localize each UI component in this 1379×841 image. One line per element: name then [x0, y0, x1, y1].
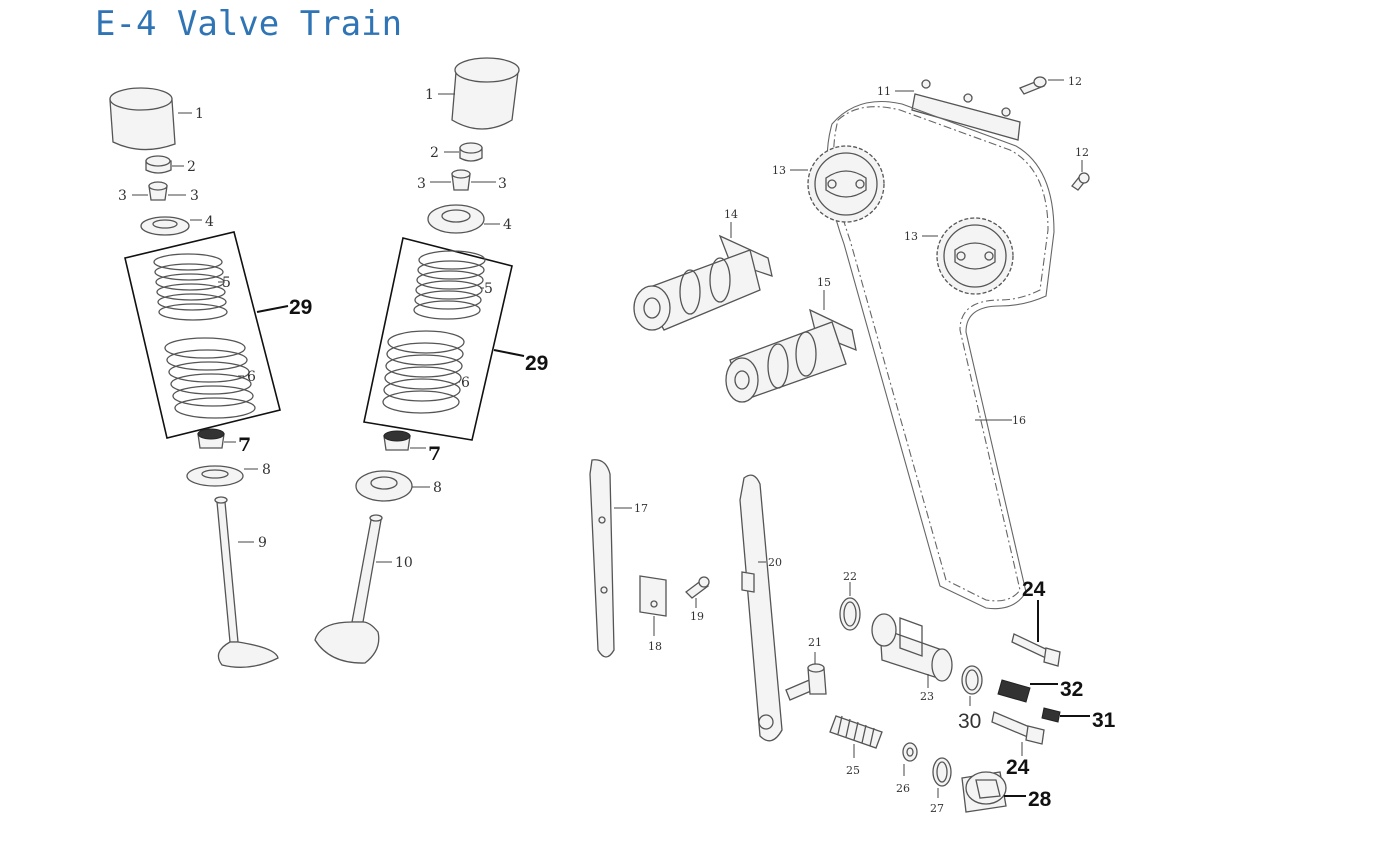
- camshaft-exhaust: [725, 308, 857, 403]
- tensioner-spring-25: [829, 715, 883, 749]
- inner-spring-left: [153, 253, 228, 321]
- washer-26: [902, 742, 918, 762]
- callout-14: 14: [724, 208, 738, 221]
- callout-4-left: 4: [205, 214, 214, 230]
- callout-7-left: 7: [238, 434, 251, 456]
- valve-cotters-left: [148, 181, 168, 201]
- outer-spring-right: [382, 330, 465, 414]
- tensioner-spring-32: [997, 679, 1031, 703]
- page-title: E-4 Valve Train: [95, 4, 403, 44]
- outer-spring-left: [164, 337, 256, 419]
- o-ring-22: [839, 597, 861, 631]
- callout-32: 32: [1060, 678, 1083, 701]
- valve-stem-seal-left: [197, 428, 225, 449]
- callout-30: 30: [958, 710, 981, 733]
- callout-26: 26: [896, 782, 910, 795]
- callout-7-right: 7: [428, 443, 441, 465]
- callout-18: 18: [648, 640, 662, 653]
- callout-2-left: 2: [187, 159, 196, 175]
- inner-spring-right: [413, 250, 486, 320]
- valve-cotters-right: [451, 169, 471, 191]
- callout-3-right-b: 3: [498, 176, 507, 192]
- tappet-bucket-left: [109, 87, 176, 151]
- callout-11: 11: [877, 85, 891, 98]
- callout-20: 20: [768, 556, 782, 569]
- callout-6-left: 6: [247, 369, 256, 385]
- callout-4-right: 4: [503, 217, 512, 233]
- left-valve-assembly: 1 2 3 3 4 29: [109, 87, 312, 668]
- callout-24-top: 24: [1022, 578, 1046, 601]
- callout-12-right: 12: [1075, 146, 1089, 159]
- callout-13-left: 13: [772, 164, 786, 177]
- callout-10: 10: [395, 555, 413, 571]
- spring-set-box-right: [363, 237, 513, 441]
- cam-sprocket-intake: [807, 145, 885, 223]
- exhaust-valve-right: [314, 514, 383, 664]
- spring-seat-right: [355, 470, 413, 502]
- tensioner-bolt-upper: [1011, 633, 1061, 667]
- chain-tensioner-arm: [739, 474, 783, 742]
- spring-seat-left: [186, 465, 244, 487]
- callout-25: 25: [846, 764, 860, 777]
- sprocket-bolt-right: [1071, 172, 1090, 191]
- callout-12-top: 12: [1068, 75, 1082, 88]
- callout-29-left: 29: [289, 296, 312, 319]
- callout-8-left: 8: [262, 462, 271, 478]
- callout-5-left: 5: [222, 275, 231, 291]
- cam-sprocket-exhaust: [936, 217, 1014, 295]
- shim-left: [145, 155, 172, 174]
- callout-1-right: 1: [425, 87, 434, 103]
- callout-16: 16: [1012, 414, 1026, 427]
- intake-valve-left: [214, 496, 279, 668]
- callout-5-right: 5: [484, 281, 493, 297]
- camshaft-intake: [633, 234, 773, 331]
- shim-right: [459, 142, 483, 162]
- guide-plate-bolt: [685, 576, 710, 599]
- chain-tensioner-body: [871, 613, 953, 682]
- cam-chain: [833, 106, 1049, 602]
- callout-3-right-a: 3: [417, 176, 426, 192]
- callout-21: 21: [808, 636, 822, 649]
- callout-23: 23: [920, 690, 934, 703]
- chain-guide-front: [589, 459, 615, 658]
- callout-22: 22: [843, 570, 857, 583]
- spring-retainer-left: [140, 216, 190, 236]
- callout-15: 15: [817, 276, 831, 289]
- spring-retainer-right: [427, 204, 485, 234]
- callout-6-right: 6: [461, 375, 470, 391]
- callout-3-left-b: 3: [190, 188, 199, 204]
- callout-28: 28: [1028, 788, 1052, 811]
- callout-29-right: 29: [525, 352, 548, 375]
- callout-2-right: 2: [430, 145, 439, 161]
- guide-bolt-upper: [1019, 76, 1047, 95]
- guide-plate: [639, 575, 667, 617]
- tappet-bucket-right: [451, 57, 520, 130]
- tensioner-bolt-31: [1041, 707, 1061, 723]
- tensioner-bolt-lower: [991, 711, 1045, 745]
- callout-3-left-a: 3: [118, 188, 127, 204]
- callout-8-right: 8: [433, 480, 442, 496]
- callout-13-right: 13: [904, 230, 918, 243]
- upper-chain-guide: [911, 79, 1021, 141]
- callout-17: 17: [634, 502, 648, 515]
- callout-1-left: 1: [195, 106, 204, 122]
- callout-24-bottom: 24: [1006, 756, 1030, 779]
- valve-stem-seal-right: [383, 430, 411, 451]
- right-valve-assembly: 1 2 3 3 4 29: [314, 57, 548, 664]
- pivot-bolt: [785, 663, 827, 701]
- callout-19: 19: [690, 610, 704, 623]
- callout-31: 31: [1092, 709, 1116, 732]
- spring-set-box-left: [124, 231, 281, 439]
- tensioner-cap-bolt: [961, 771, 1007, 813]
- callout-27: 27: [930, 802, 944, 815]
- cam-drive-assembly: 11 12 12 16 13: [589, 75, 1116, 815]
- callout-9-left: 9: [258, 535, 267, 551]
- o-ring-27: [932, 757, 952, 787]
